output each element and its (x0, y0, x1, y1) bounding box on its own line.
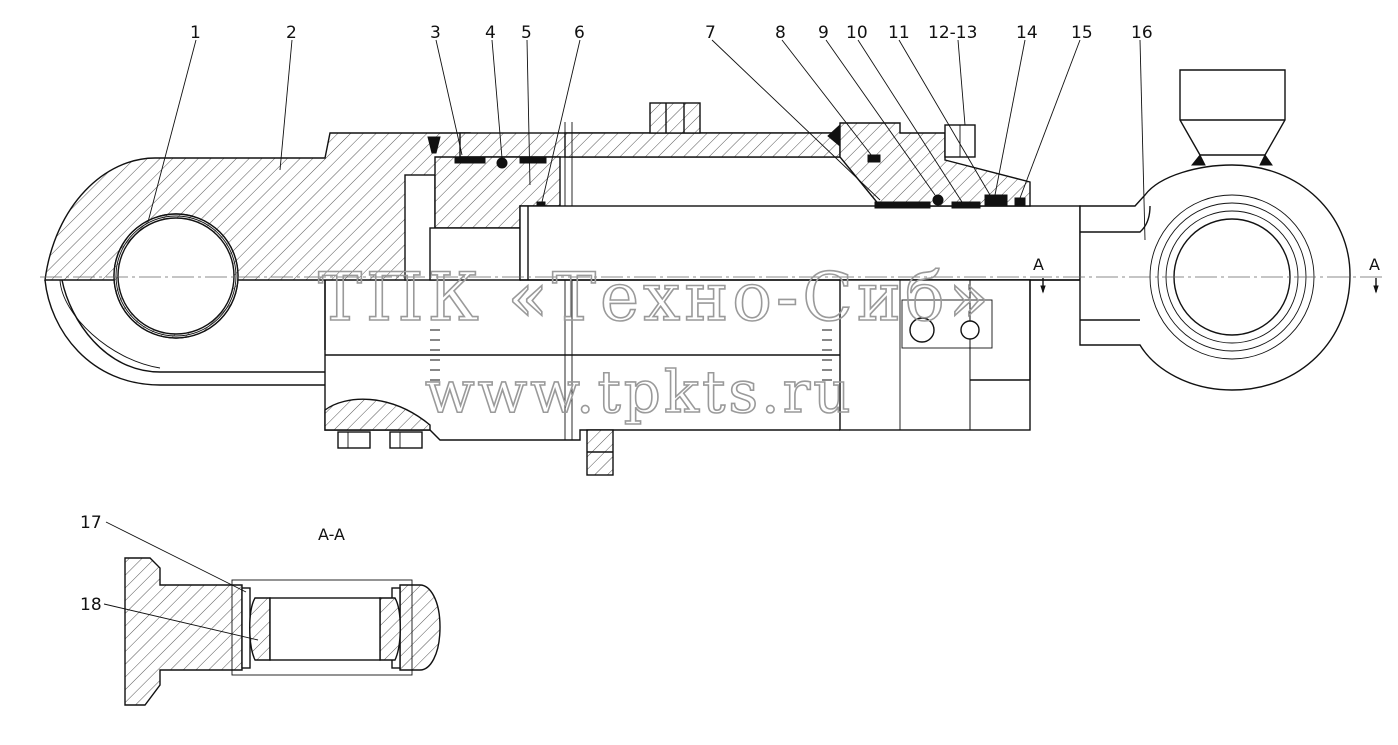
section-marker-left: A (1033, 255, 1044, 274)
callout-2: 2 (286, 23, 297, 43)
callout-17: 17 (80, 513, 102, 533)
callout-5: 5 (521, 23, 532, 43)
callout-11: 11 (888, 23, 910, 43)
callout-10: 10 (846, 23, 868, 43)
section-title: A-A (318, 525, 345, 544)
callout-18: 18 (80, 595, 102, 615)
cylinder-tube (324, 102, 841, 476)
callout-9: 9 (818, 23, 829, 43)
callout-12-13: 12-13 (928, 23, 977, 43)
callout-15: 15 (1071, 23, 1093, 43)
rear-clevis-eye (44, 132, 471, 386)
callout-3: 3 (430, 23, 441, 43)
section-aa-detail (124, 557, 441, 706)
callout-6: 6 (574, 23, 585, 43)
callout-7: 7 (705, 23, 716, 43)
thread-marks (430, 329, 832, 381)
callout-8: 8 (775, 23, 786, 43)
section-markers (1040, 278, 1379, 294)
callout-1: 1 (190, 23, 201, 43)
watermark-url: www.tpkts.ru (425, 358, 854, 426)
watermark-company: ТПК «Техно-Сиб» (318, 259, 993, 336)
callout-14: 14 (1016, 23, 1038, 43)
gland-head (827, 122, 1031, 431)
callout-16: 16 (1131, 23, 1153, 43)
piston (404, 136, 561, 281)
rod-end-eye (1079, 69, 1351, 391)
leader-lines (103, 39, 1146, 641)
callout-4: 4 (485, 23, 496, 43)
section-marker-right: A (1369, 255, 1380, 274)
